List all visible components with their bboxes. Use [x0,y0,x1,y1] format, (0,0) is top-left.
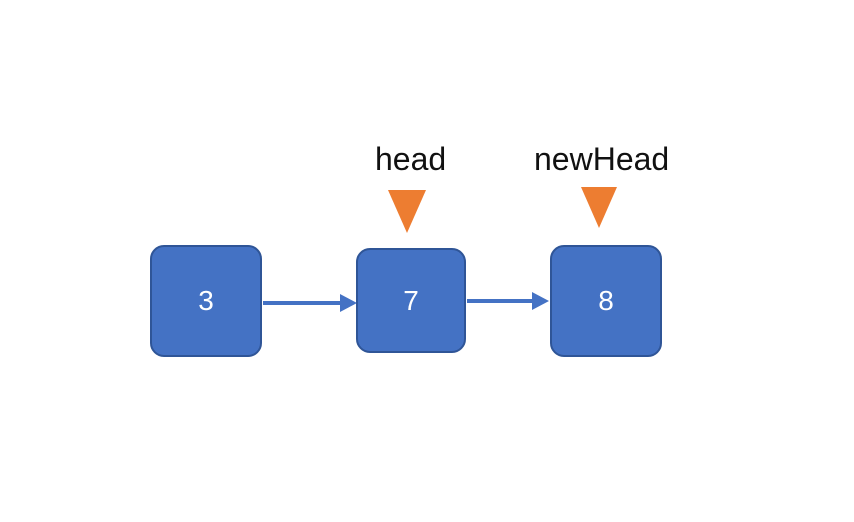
node-value: 7 [403,284,419,316]
node-value: 3 [198,285,214,316]
pointer-newhead-label: newHead [534,141,670,177]
arrow-node3-to-node7 [263,294,357,312]
node-value: 8 [598,285,614,316]
list-node-3: 3 [150,245,262,357]
list-node-7: 7 [356,248,466,353]
pointer-head-triangle-icon [388,190,426,233]
pointer-head-label: head [375,141,447,177]
pointer-newhead-triangle-icon [581,187,617,228]
arrow-node7-to-node8 [467,292,549,310]
list-node-8: 8 [550,245,662,357]
